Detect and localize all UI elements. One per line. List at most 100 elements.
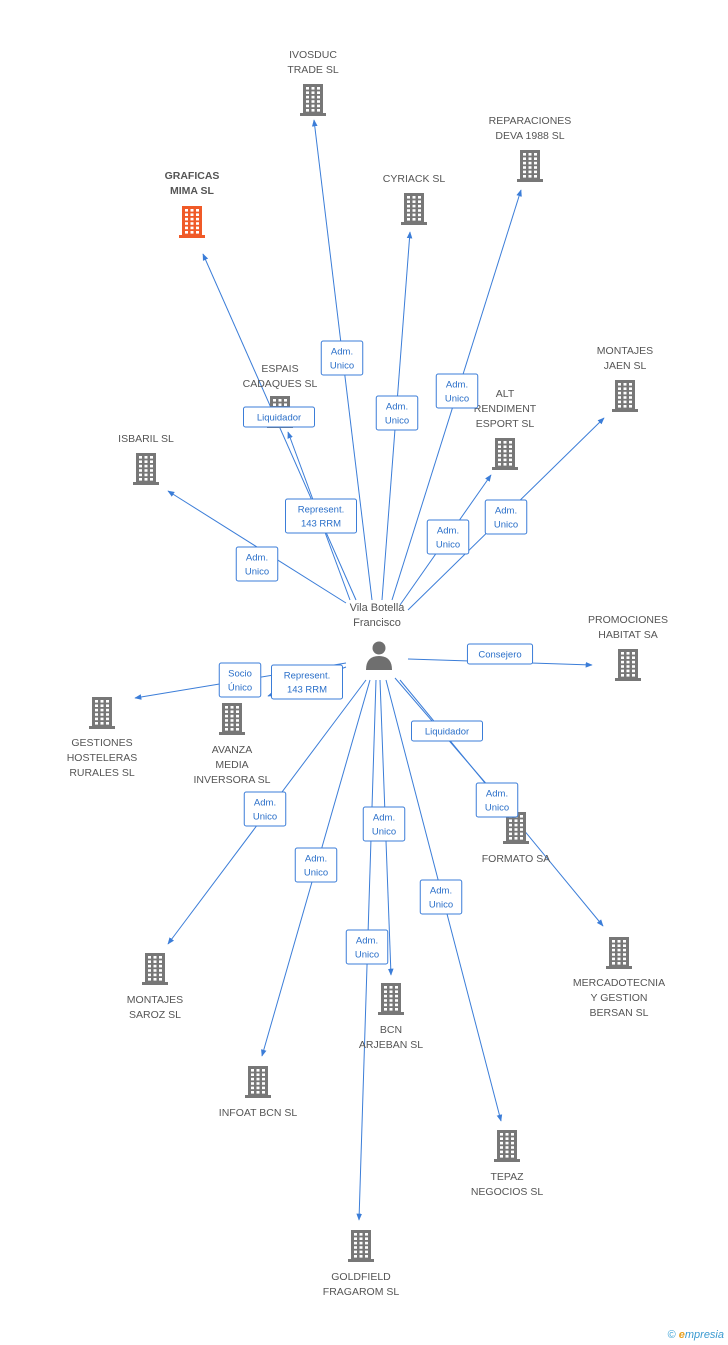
- building-window: [159, 973, 162, 977]
- building-window: [100, 722, 104, 725]
- building-window: [505, 1146, 509, 1149]
- building-window: [251, 1086, 254, 1090]
- building-icon[interactable]: [615, 649, 641, 681]
- building-window: [139, 473, 142, 477]
- building-icon[interactable]: [612, 380, 638, 412]
- edge-label-text: Liquidador: [257, 413, 301, 424]
- building-window: [95, 713, 98, 716]
- company-label: HOSTELERAS: [67, 752, 138, 764]
- building-icon[interactable]: [494, 1130, 520, 1162]
- building-icon[interactable]: [503, 812, 529, 844]
- building-window: [236, 710, 239, 713]
- building-icon[interactable]: [179, 206, 205, 238]
- building-window: [500, 1146, 503, 1149]
- building-icon[interactable]: [300, 84, 326, 116]
- company-node-formato[interactable]: FORMATO SA: [482, 812, 550, 865]
- building-window: [306, 91, 309, 94]
- building-icon[interactable]: [142, 953, 168, 985]
- edge-label-formato: Liquidador: [411, 720, 483, 742]
- edge-label-box: [411, 720, 483, 742]
- edge-label-text: Único: [228, 683, 252, 694]
- building-window: [534, 170, 537, 174]
- building-window: [306, 87, 309, 90]
- building-window: [523, 170, 526, 174]
- building-window: [623, 940, 626, 943]
- building-icon[interactable]: [492, 438, 518, 470]
- building-window: [196, 231, 199, 234]
- company-label: JAEN SL: [604, 360, 647, 372]
- edge-label-box: [271, 664, 343, 700]
- building-window: [509, 454, 512, 457]
- edge-label-box: [435, 373, 479, 409]
- building-window: [153, 978, 157, 981]
- building-window: [251, 1091, 254, 1094]
- building-window: [196, 217, 199, 221]
- building-icon[interactable]: [133, 453, 159, 485]
- building-icon[interactable]: [401, 193, 427, 225]
- building-window: [262, 1073, 265, 1076]
- edge-label-text: Adm.: [254, 798, 276, 809]
- building-icon[interactable]: [89, 697, 115, 729]
- edge-label-box: [294, 847, 338, 883]
- edge-label-text: Unico: [385, 416, 409, 427]
- building-icon[interactable]: [219, 703, 245, 735]
- building-window: [617, 962, 621, 965]
- building-window: [498, 441, 501, 444]
- building-icon[interactable]: [245, 1066, 271, 1098]
- building-window: [509, 837, 512, 840]
- building-window: [148, 964, 151, 968]
- building-window: [190, 213, 194, 216]
- building-window: [503, 463, 507, 466]
- building-window: [384, 986, 387, 989]
- edge-label-alt: Adm.Unico: [426, 519, 470, 555]
- copyright-icon: ©: [667, 1329, 676, 1341]
- building-window: [514, 819, 518, 822]
- building-window: [190, 209, 194, 212]
- building-window: [225, 719, 228, 722]
- edge-label-infoat: Adm.Unico: [294, 847, 338, 883]
- building-icon[interactable]: [348, 1230, 374, 1262]
- company-node-cyriack[interactable]: CYRIACK SL: [383, 173, 446, 225]
- building-window: [503, 445, 507, 448]
- building-window: [317, 100, 320, 103]
- edge-label-bcn: Adm.Unico: [362, 806, 406, 842]
- building-window: [498, 454, 501, 457]
- building-window: [503, 454, 507, 457]
- company-label: MIMA SL: [170, 185, 215, 197]
- building-window: [514, 828, 518, 831]
- building-window: [612, 948, 615, 952]
- building-window: [100, 708, 104, 712]
- building-window: [618, 400, 621, 404]
- company-node-infoat[interactable]: INFOAT BCN SL: [219, 1066, 298, 1119]
- building-icon[interactable]: [378, 983, 404, 1015]
- building-window: [153, 969, 157, 972]
- edge-label-isbaril: Adm.Unico: [235, 546, 279, 582]
- building-icon[interactable]: [517, 150, 543, 182]
- building-window: [528, 166, 532, 169]
- building-icon[interactable]: [606, 937, 632, 969]
- building-window: [95, 700, 98, 703]
- building-window: [159, 964, 162, 968]
- building-window: [509, 449, 512, 453]
- building-window: [626, 652, 630, 655]
- building-window: [412, 213, 416, 217]
- edge-label-montajes_saroz: Adm.Unico: [243, 791, 287, 827]
- building-window: [500, 1133, 503, 1136]
- company-node-isbaril[interactable]: ISBARIL SL: [118, 433, 174, 485]
- building-window: [514, 837, 518, 840]
